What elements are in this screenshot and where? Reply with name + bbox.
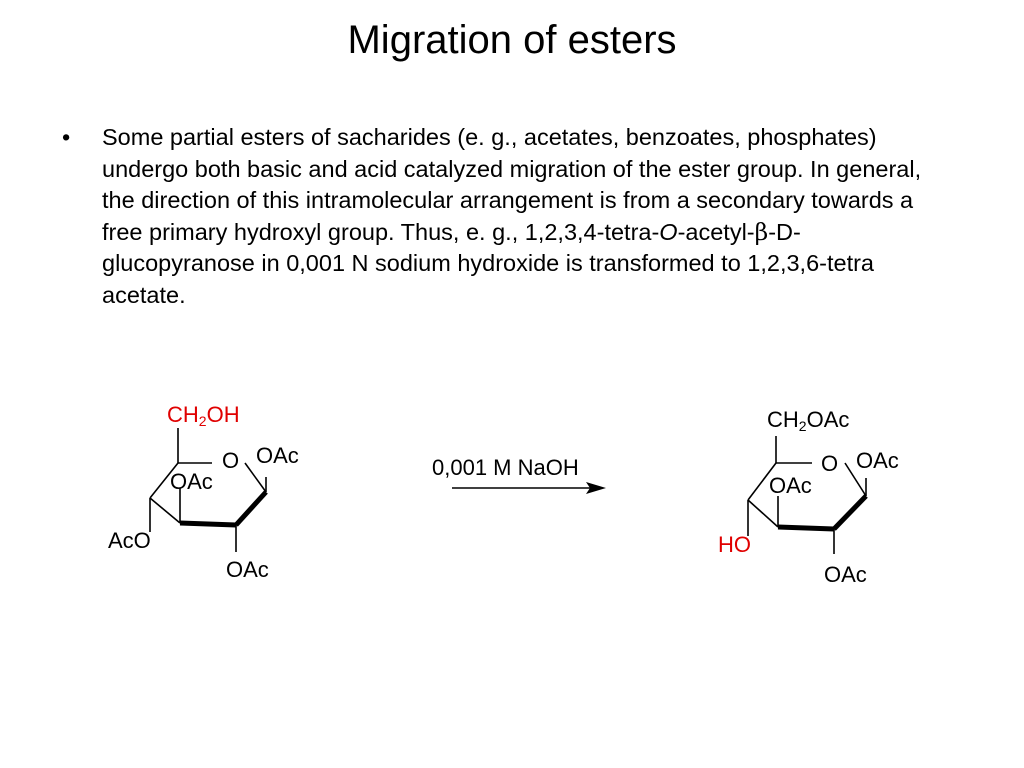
reactant-c3-c2-bold-bond [179, 520, 237, 528]
bullet-text-part2: -acetyl- [677, 218, 755, 245]
product-c4-ho-label: HO [718, 532, 751, 557]
bullet-paragraph: • Some partial esters of sacharides (e. … [62, 122, 962, 311]
product-c4-c3-bond [747, 499, 779, 528]
product-bonds [747, 436, 867, 554]
bullet-marker: • [62, 124, 71, 150]
bond-drawing [149, 428, 868, 554]
reactant-c2-oac-label: OAc [226, 557, 269, 582]
arrow-head [586, 482, 606, 494]
product-c6-label: CH2OAc [767, 407, 850, 434]
reaction-arrow [452, 482, 606, 494]
reactant-bold-bonds [179, 490, 268, 528]
reactant-ring-oxygen: O [222, 448, 240, 473]
product-ring-oxygen: O [821, 451, 839, 476]
italic-o: O [659, 218, 678, 245]
reactant-c3-oac-label: OAc [170, 469, 213, 494]
reaction-condition: 0,001 M NaOH [432, 455, 579, 480]
product-o-c1-bond [844, 462, 867, 497]
reactant-o-c1-bond [244, 462, 267, 493]
reactant-bonds [149, 428, 267, 552]
reactant-c2-c1-bold-bond [234, 490, 268, 527]
product-c2-oac-label: OAc [824, 562, 867, 587]
bullet-text: Some partial esters of sacharides (e. g.… [102, 122, 942, 311]
product-bold-bonds [777, 494, 868, 532]
beta-symbol: β [754, 217, 769, 246]
product-c5-c4-bond [747, 462, 777, 501]
reactant-c4-c3-bond [149, 497, 181, 524]
product-c1-oac-label: OAc [856, 448, 899, 473]
bullet-text-part3: -D-glucopyranose in 0,001 N sodium hydro… [102, 218, 875, 308]
reactant-c5-c4-bond [149, 462, 179, 499]
slide-title: Migration of esters [347, 18, 677, 62]
reactant-c1-oac-label: OAc [256, 443, 299, 468]
reactant-c4-aco-label: AcO [108, 528, 151, 553]
product-c3-c2-bold-bond [777, 524, 835, 532]
reactant-c6-label: CH2OH [167, 402, 240, 429]
product-c2-c1-bold-bond [832, 494, 868, 531]
bullet-text-part1: Some partial esters of sacharides (e. g.… [102, 124, 922, 245]
reaction-scheme: CH2OH O OAc OAc AcO OAc 0,001 M NaOH CH2… [0, 380, 1024, 620]
product-c3-oac-label: OAc [769, 473, 812, 498]
